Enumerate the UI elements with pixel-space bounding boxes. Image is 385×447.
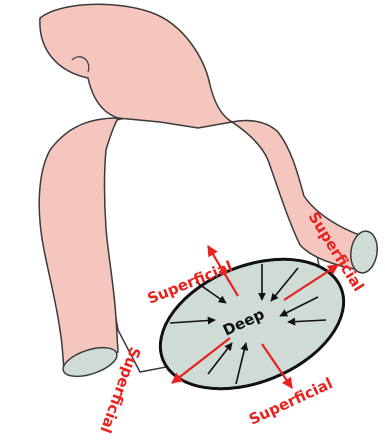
head (40, 4, 232, 128)
